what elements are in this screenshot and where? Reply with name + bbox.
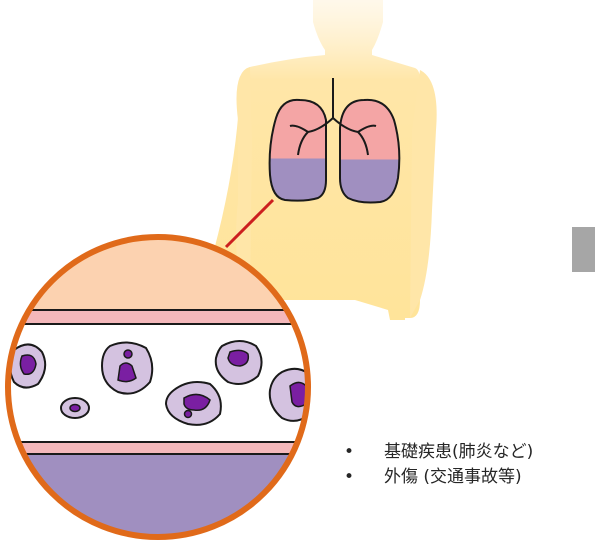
immune-cell	[216, 341, 262, 384]
cause-list: 基礎疾患(肺炎など) 外傷 (交通事故等)	[344, 440, 533, 490]
cause-item-underlying-disease: 基礎疾患(肺炎など)	[344, 440, 533, 465]
immune-cell	[61, 398, 89, 418]
immune-cell	[102, 342, 152, 393]
cause-item-trauma: 外傷 (交通事故等)	[344, 465, 533, 490]
side-panel-tab	[572, 227, 595, 272]
